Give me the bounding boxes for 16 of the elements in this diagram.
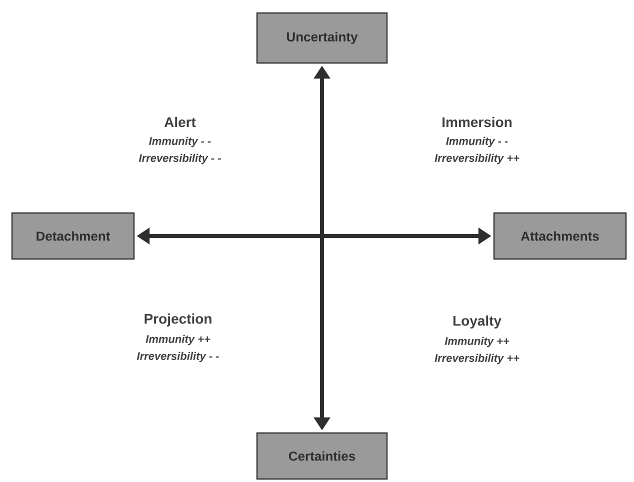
axis-box: Uncertainty [256,12,388,64]
quadrant-note: Immunity ++ [146,334,210,346]
quadrant-title: Projection [144,313,212,327]
quadrant-note: Immunity ++ [444,336,510,348]
quadrant-title: Immersion [442,116,512,128]
quadrant-note: Immunity - - [446,136,508,148]
quadrant-note: Irreversibility ++ [434,354,520,364]
quadrant-title: Alert [164,116,196,128]
axis-box: Attachments [493,212,627,260]
axis-box: Certainties [256,432,388,480]
quadrant-note: Irreversibility - - [136,352,219,362]
quadrant-note: Irreversibility - - [138,154,221,164]
quadrant-note: Immunity - - [149,136,211,148]
quadrant-title: Loyalty [453,315,502,329]
axis-box: Detachment [11,212,135,260]
quadrant-note: Irreversibility ++ [434,154,520,164]
